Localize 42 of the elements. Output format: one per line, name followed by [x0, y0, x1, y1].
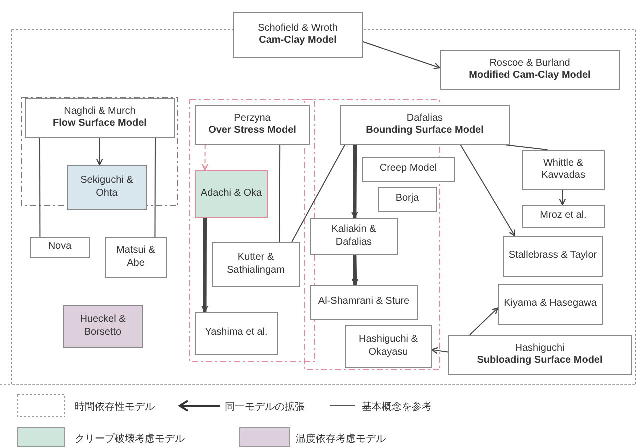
model-box: Mroz et al. [522, 205, 605, 228]
arrow [352, 254, 359, 286]
model-box: Nova [30, 237, 90, 258]
legend-text: 時間依存性モデル [75, 400, 155, 414]
connector-line [279, 144, 281, 242]
model-box: Naghdi & Murch Flow Surface Model [25, 98, 175, 138]
connector-line [504, 144, 548, 150]
legend-text: 温度依存考慮モデル [296, 432, 386, 446]
category-box: Creep Model [362, 157, 455, 182]
model-box: Hashiguchi & Okayasu [345, 325, 432, 368]
model-box: Matsui & Abe [105, 237, 167, 278]
model-box: Hueckel & Borsetto [63, 305, 143, 348]
model-box: Roscoe & Burland Modified Cam-Clay Model [440, 50, 620, 90]
model-box: Adachi & Oka [195, 170, 268, 218]
model-box: Kaliakin & Dafalias [310, 218, 398, 255]
connector-line [154, 138, 156, 238]
legend-text: 基本概念を参考 [362, 400, 432, 414]
model-box: Yashima et al. [195, 312, 278, 355]
model-box: Dafalias Bounding Surface Model [340, 105, 510, 145]
arrow [202, 218, 208, 313]
arrow [352, 144, 358, 219]
model-box: Kutter & Sathialingam [212, 242, 300, 287]
model-box: Kiyama & Hasegawa [498, 284, 603, 325]
model-box: Schofield & Wroth Cam-Clay Model [233, 12, 363, 58]
model-box: Borja [378, 187, 437, 212]
arrow [362, 41, 441, 70]
arrow [96, 138, 104, 166]
legend-text: クリープ破壊考慮モデル [75, 432, 185, 446]
model-box: Perzyna Over Stress Model [195, 105, 310, 145]
model-box: Stallebrass & Taylor [503, 236, 603, 277]
arrow [202, 144, 209, 171]
model-box: Al-Shamrani & Sture [310, 285, 418, 320]
model-box: Whittle & Kavvadas [522, 150, 605, 190]
connector-line [40, 138, 41, 238]
legend-text: 同一モデルの拡張 [225, 400, 305, 414]
arrow [470, 308, 499, 336]
model-box: Sekiguchi & Ohta [67, 165, 147, 210]
connector-line [292, 144, 346, 242]
arrow [431, 347, 448, 354]
model-box: Hashiguchi Subloading Surface Model [448, 335, 632, 375]
arrow [559, 190, 566, 206]
arrow [460, 144, 516, 237]
